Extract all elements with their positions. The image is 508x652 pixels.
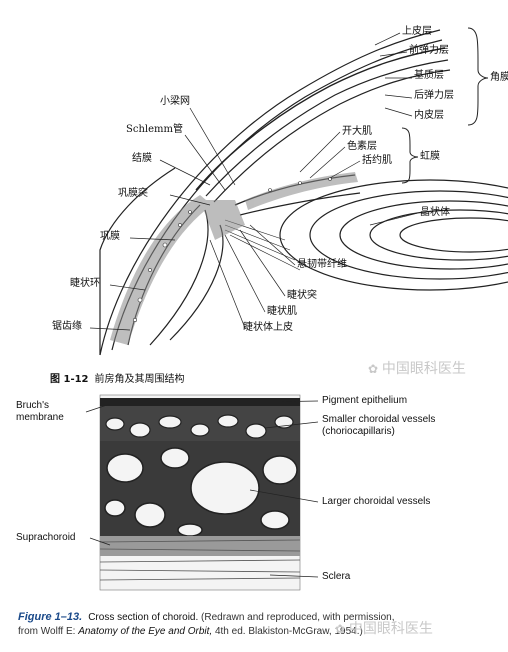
angle-diagram (89, 27, 508, 356)
label-epithelium: 上皮层 (402, 26, 432, 37)
label-bruch-membrane: Bruch's membrane (16, 400, 64, 423)
label-scleral-spur: 巩膜突 (118, 188, 148, 199)
label-smaller-vessels: Smaller choroidal vessels (choriocapilla… (322, 414, 436, 437)
label-trabecular: 小梁网 (160, 96, 190, 107)
label-larger-vessels: Larger choroidal vessels (322, 496, 431, 507)
caption-figure-1-13: Figure 1–13. Cross section of choroid. (R… (18, 610, 498, 639)
caption-text: 前房角及其周围结构 (94, 374, 185, 385)
caption-book: Anatomy of the Eye and Orbit, (78, 626, 213, 637)
label-pigment: 色素层 (347, 141, 377, 152)
caption-figure-number: Figure 1–13. (18, 611, 83, 623)
watermark-bottom: ✿ 中国眼科医生 (335, 621, 433, 637)
label-ciliary-muscle: 睫状肌 (267, 306, 297, 317)
wechat-icon: ✿ (335, 622, 349, 636)
label-ciliary-process: 睫状突 (287, 290, 317, 301)
label-iris: 虹膜 (420, 151, 440, 162)
label-zonule: 悬韧带纤维 (297, 259, 347, 270)
watermark-top: ✿ 中国眼科医生 (368, 361, 466, 377)
label-schlemm: Schlemm管 (126, 124, 183, 135)
caption-note-3: 4th ed. Blakiston-McGraw, 1954.) (214, 626, 363, 637)
label-sphincter: 括约肌 (362, 155, 392, 166)
label-endothelium: 内皮层 (414, 110, 444, 121)
label-sclera-en: Sclera (322, 571, 351, 582)
caption-note-2: from Wolff E: (18, 626, 76, 637)
label-sclera: 巩膜 (100, 231, 120, 242)
label-ciliary-epithelium: 睫状体上皮 (243, 322, 293, 333)
label-pigment-epithelium: Pigment epithelium (322, 395, 408, 406)
label-ora-serrata: 锯齿缘 (52, 321, 82, 332)
caption-note-1: (Redrawn and reproduced, with permission… (201, 612, 395, 623)
label-descemet: 后弹力层 (414, 90, 454, 101)
caption-title: Cross section of choroid. (88, 612, 199, 623)
label-cornea: 角膜 (490, 72, 508, 83)
caption-number: 图 1-12 (50, 374, 89, 385)
label-suprachoroid: Suprachoroid (16, 532, 76, 543)
label-stroma: 基质层 (414, 70, 444, 81)
label-dilator: 开大肌 (342, 126, 372, 137)
label-conjunctiva: 结膜 (132, 153, 152, 164)
label-ciliary-ring: 睫状环 (70, 278, 100, 289)
caption-figure-1-12: 图 1-12 前房角及其周围结构 (50, 370, 185, 385)
wechat-icon: ✿ (368, 362, 382, 376)
label-lens: 晶状体 (420, 207, 450, 218)
label-bowman: 前弹力层 (409, 45, 449, 56)
